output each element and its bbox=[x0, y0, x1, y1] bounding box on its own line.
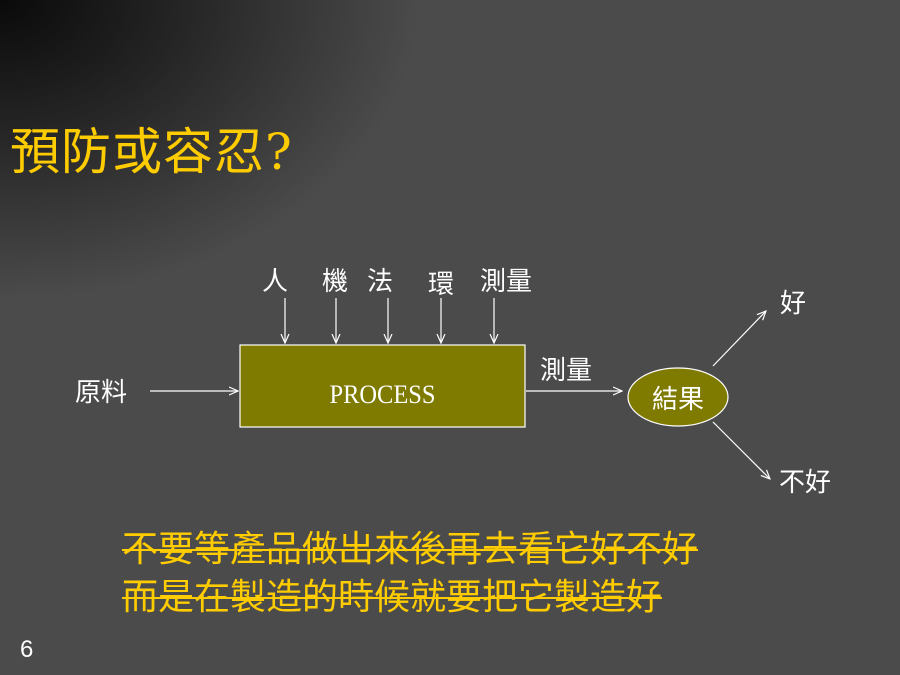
result-ellipse bbox=[627, 367, 729, 427]
input-label-method: 法 bbox=[367, 267, 393, 297]
good-arrow bbox=[712, 311, 766, 367]
input-label-measurement: 測量 bbox=[480, 267, 532, 297]
result-label: 結果 bbox=[652, 385, 704, 415]
process-box bbox=[239, 344, 526, 428]
input-label-machine: 機 bbox=[322, 267, 348, 297]
input-label-environment: 環 bbox=[428, 270, 454, 300]
bad-label: 不好 bbox=[779, 468, 831, 498]
process-label: PROCESS bbox=[330, 380, 436, 409]
output-measurement-label: 測量 bbox=[540, 356, 592, 386]
page-number: 6 bbox=[20, 636, 34, 663]
page-title: 預防或容忍? bbox=[10, 123, 293, 181]
bottom-text-line1: 不要等產品做出來後再去看它好不好 bbox=[122, 529, 699, 570]
good-label: 好 bbox=[780, 289, 806, 319]
raw-material-label: 原料 bbox=[75, 378, 127, 408]
bottom-text-line2: 而是在製造的時候就要把它製造好 bbox=[122, 577, 663, 618]
bad-arrow bbox=[712, 421, 770, 479]
input-label-person: 人 bbox=[262, 267, 288, 297]
